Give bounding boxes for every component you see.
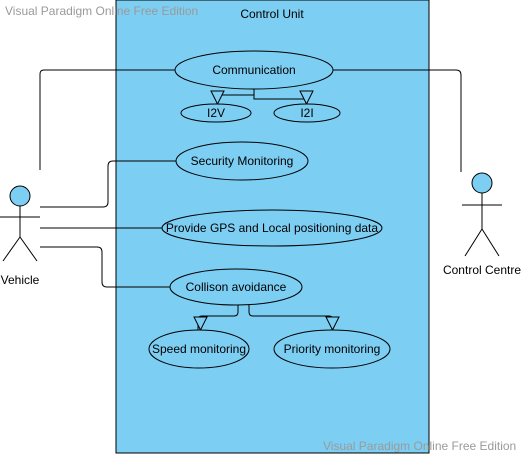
assoc-communication-control-centre xyxy=(333,69,462,172)
label-collision-avoidance: Collison avoidance xyxy=(186,280,287,294)
watermark-top: Visual Paradigm Online Free Edition xyxy=(5,4,199,18)
actor-control-centre-label: Control Centre xyxy=(443,263,521,277)
actor-control-centre[interactable] xyxy=(462,172,502,257)
label-speed-monitoring: Speed monitoring xyxy=(152,342,246,356)
label-security-monitoring: Security Monitoring xyxy=(191,154,294,168)
use-case-communication[interactable] xyxy=(174,50,334,90)
arrowhead-i2i xyxy=(299,90,314,106)
use-case-speed-monitoring[interactable] xyxy=(148,329,250,369)
actor-vehicle-head xyxy=(9,185,31,207)
system-title: Control Unit xyxy=(240,7,304,21)
watermark-bottom: Visual Paradigm Online Free Edition xyxy=(323,439,517,453)
label-i2i: I2I xyxy=(300,106,313,120)
actor-vehicle[interactable] xyxy=(0,185,40,262)
use-case-gps[interactable] xyxy=(161,209,383,247)
assoc-vehicle-security xyxy=(40,160,176,208)
assoc-vehicle-communication xyxy=(39,69,176,170)
label-communication: Communication xyxy=(212,63,295,77)
assoc-vehicle-collision xyxy=(40,246,171,288)
arrowheads xyxy=(193,90,340,332)
use-case-priority-monitoring[interactable] xyxy=(273,329,391,369)
label-i2v: I2V xyxy=(207,106,225,120)
use-case-i2v[interactable] xyxy=(180,103,252,123)
label-priority-monitoring: Priority monitoring xyxy=(284,342,381,356)
actor-vehicle-label: Vehicle xyxy=(1,273,40,287)
actor-control-centre-head xyxy=(471,172,493,194)
use-case-i2i[interactable] xyxy=(273,103,341,123)
arrowhead-speed xyxy=(193,316,208,332)
arrowhead-i2v xyxy=(210,90,225,106)
use-case-collision-avoidance[interactable] xyxy=(169,268,303,306)
use-case-security-monitoring[interactable] xyxy=(175,141,309,181)
arrowhead-priority xyxy=(325,316,340,332)
label-gps: Provide GPS and Local positioning data xyxy=(166,221,378,235)
